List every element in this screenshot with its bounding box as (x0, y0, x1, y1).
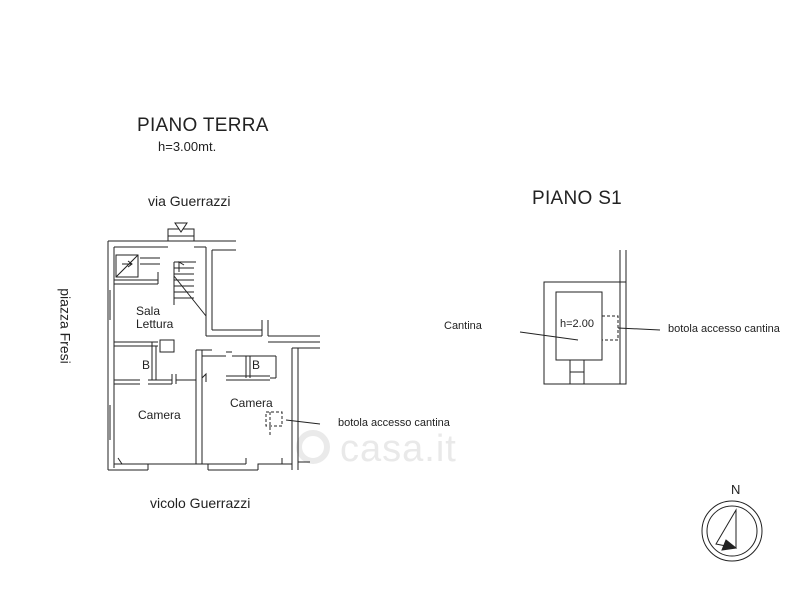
street-left-label: piazza Fresi (57, 288, 74, 364)
bedroom-left-label: Camera (138, 408, 181, 422)
basement-hatch (601, 315, 619, 341)
bottom-wall-details (117, 457, 283, 470)
ground-floor-title: PIANO TERRA (137, 115, 269, 136)
compass-north-label: N (731, 482, 741, 497)
staircase (173, 261, 207, 317)
bath-right-label: B (252, 358, 261, 372)
basement-title: PIANO S1 (532, 188, 623, 209)
ground-hatch (265, 411, 283, 436)
reading-room-label-line1: Sala (136, 304, 161, 318)
ground-hatch-leader (285, 419, 321, 425)
reading-room-partitions (114, 272, 175, 380)
basement-hatch-leader (617, 327, 661, 331)
compass-rose-icon (701, 500, 763, 562)
basement-room-label: Cantina (444, 320, 482, 332)
bath-left-label: B (142, 358, 151, 372)
street-bottom-label: vicolo Guerrazzi (150, 495, 251, 511)
reading-room-label-line2: Lettura (136, 317, 174, 331)
basement-walls (543, 250, 627, 385)
bedroom-right-label: Camera (230, 396, 273, 410)
basement-cantina-leader (519, 331, 579, 341)
ground-hatch-label: botola accesso cantina (338, 417, 450, 429)
entrance-step (167, 222, 195, 242)
ground-floor-outer-walls (107, 240, 320, 471)
watermark-logo-icon (296, 430, 330, 464)
closet-top-left (115, 254, 160, 278)
ground-floor-height: h=3.00mt. (158, 139, 217, 154)
street-top-label: via Guerrazzi (148, 193, 231, 209)
basement-height-label: h=2.00 (560, 318, 594, 330)
watermark: casa.it (340, 428, 457, 470)
basement-hatch-label: botola accesso cantina (668, 323, 780, 335)
left-bath-partitions (114, 374, 196, 385)
center-wall (195, 349, 277, 464)
